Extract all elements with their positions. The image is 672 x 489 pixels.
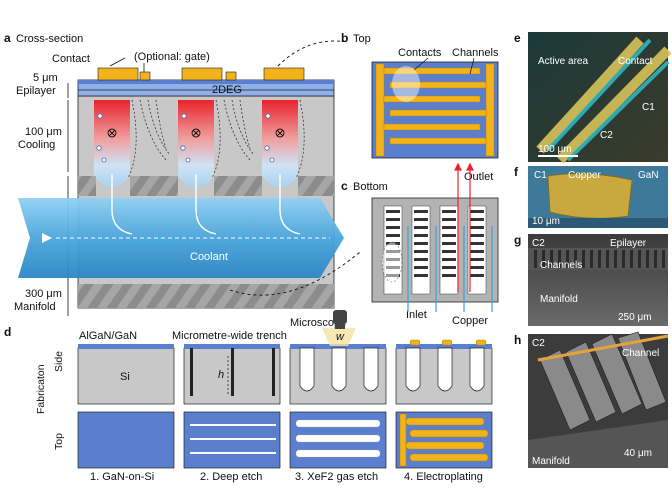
panel-h-letter: h bbox=[514, 333, 521, 347]
epi-name: Epilayer bbox=[16, 85, 56, 97]
c2-h-label: C2 bbox=[532, 338, 545, 349]
h-label: h bbox=[218, 369, 224, 381]
panel-g-letter: g bbox=[514, 233, 521, 247]
panel-c-title: Bottom bbox=[353, 181, 388, 193]
inlet-label: Inlet bbox=[406, 309, 427, 321]
panel-e-letter: e bbox=[514, 31, 521, 45]
w-label: w bbox=[336, 331, 345, 343]
step-3: 3. XeF2 gas etch bbox=[295, 471, 378, 483]
si-label: Si bbox=[120, 371, 130, 383]
panel-a: a Cross-section Contact (Optional: gate)… bbox=[4, 31, 361, 316]
scale-e: 100 μm bbox=[538, 144, 572, 155]
channels-g-label: Channels bbox=[540, 260, 582, 271]
panel-c-letter: c bbox=[341, 179, 348, 193]
channels-label: Channels bbox=[452, 47, 499, 59]
man-thickness: 300 μm bbox=[25, 288, 62, 300]
c1-label: C1 bbox=[642, 102, 655, 113]
top-label: Top bbox=[53, 433, 65, 450]
panel-b: b Top Contacts Channels bbox=[341, 31, 499, 159]
step-1: 1. GaN-on-Si bbox=[90, 471, 154, 483]
contact-e-label: Contact bbox=[618, 56, 653, 67]
fab-label: Fabricaton bbox=[35, 364, 47, 414]
step-4: 4. Electroplating bbox=[404, 471, 483, 483]
scale-h: 40 μm bbox=[624, 448, 652, 459]
trench-label: Micrometre-wide trench bbox=[172, 330, 287, 342]
panel-e: e Active area Contact C1 C2 100 μm bbox=[514, 31, 672, 164]
coolant-label: Coolant bbox=[190, 251, 228, 263]
panel-a-title: Cross-section bbox=[16, 33, 83, 45]
c2-g-label: C2 bbox=[532, 238, 545, 249]
contact-label: Contact bbox=[52, 53, 90, 65]
epi-thickness: 5 μm bbox=[33, 72, 58, 84]
gate-label: (Optional: gate) bbox=[134, 51, 210, 63]
panel-d: d AlGaN/GaN Micrometre-wide trench Micro… bbox=[4, 310, 493, 483]
man-name: Manifold bbox=[14, 301, 56, 313]
twodeg-label: 2DEG bbox=[212, 84, 242, 96]
step-2: 2. Deep etch bbox=[200, 471, 262, 483]
channel-h-label: Channel bbox=[622, 348, 659, 359]
outlet-label: Outlet bbox=[464, 171, 493, 183]
manifold-g-label: Manifold bbox=[540, 294, 578, 305]
scale-g: 250 μm bbox=[618, 312, 652, 323]
scale-f: 10 μm bbox=[532, 216, 560, 227]
epilayer-label: Epilayer bbox=[610, 238, 647, 249]
panel-g: g C2 Epilayer Channels Manifold 250 μm bbox=[514, 233, 668, 326]
manifold-h-label: Manifold bbox=[532, 456, 570, 467]
copper-f-label: Copper bbox=[568, 170, 601, 181]
panel-f: f C1 Copper GaN 10 μm bbox=[514, 165, 668, 228]
panel-d-letter: d bbox=[4, 325, 11, 339]
cool-name: Cooling bbox=[18, 139, 55, 151]
active-area-label: Active area bbox=[538, 56, 588, 67]
panel-c: c Bottom Outlet Inlet bbox=[341, 162, 499, 321]
copper-d-label: Copper bbox=[452, 315, 488, 327]
c1-f-label: C1 bbox=[534, 170, 547, 181]
panel-a-letter: a bbox=[4, 31, 11, 45]
contacts-label: Contacts bbox=[398, 47, 442, 59]
microscope-label: Microscope bbox=[290, 317, 346, 329]
panel-h: h C2 Channel Manifold 40 μm bbox=[514, 331, 669, 468]
panel-b-letter: b bbox=[341, 31, 348, 45]
side-label: Side bbox=[53, 351, 65, 372]
panel-f-letter: f bbox=[514, 165, 519, 179]
cool-thickness: 100 μm bbox=[25, 126, 62, 138]
algan-label: AlGaN/GaN bbox=[79, 330, 137, 342]
c2-label: C2 bbox=[600, 130, 613, 141]
gan-f-label: GaN bbox=[638, 170, 659, 181]
panel-b-title: Top bbox=[353, 33, 371, 45]
